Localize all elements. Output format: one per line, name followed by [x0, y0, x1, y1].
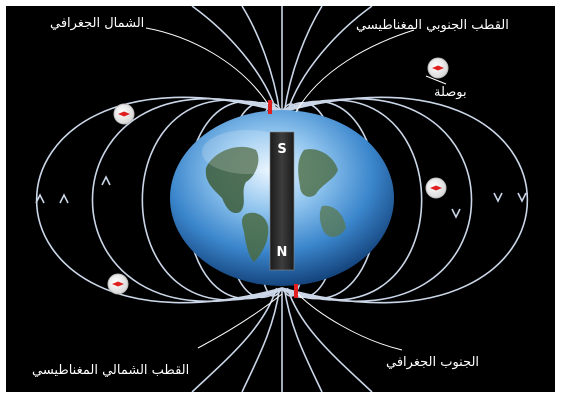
leader-geographic-south [297, 293, 403, 351]
label-magnetic-south-pole: القطب الجنوبي المغناطيسي [356, 18, 509, 33]
leader-geographic-north [145, 27, 269, 105]
compass-icon [107, 273, 129, 295]
field-arrow [35, 193, 45, 204]
field-line [286, 287, 373, 393]
field-lines [35, 5, 528, 393]
field-line [286, 5, 373, 113]
field-line [241, 287, 281, 393]
field-line [281, 97, 473, 303]
field-line [281, 99, 423, 301]
field-arrow [451, 208, 461, 219]
label-compass: بوصلة [434, 85, 467, 100]
leader-compass [425, 75, 447, 85]
field-arrow [101, 175, 111, 186]
field-arrow [517, 192, 527, 203]
field-arrow [493, 192, 503, 203]
compass-icon [425, 177, 447, 199]
magnet-top-pole-letter: S [277, 142, 286, 157]
field-line [191, 5, 278, 113]
field-line [283, 287, 323, 393]
field-arrow [59, 193, 69, 204]
label-geographic-north: الشمال الجغرافي [50, 16, 144, 31]
field-line [141, 99, 283, 301]
leader-lines [145, 27, 447, 351]
field-line [283, 5, 323, 113]
field-line [91, 97, 283, 303]
leader-magnetic-south [295, 29, 415, 113]
label-magnetic-north-pole: القطب الشمالي المغناطيسي [32, 363, 189, 378]
geographic-north-marker [268, 100, 272, 114]
magnet-bottom-pole-letter: N [277, 245, 288, 260]
field-line [281, 96, 528, 304]
field-line [191, 287, 278, 393]
leader-magnetic-north [197, 293, 283, 349]
compass-icon [427, 57, 449, 79]
field-line [241, 5, 281, 113]
compasses [107, 57, 449, 295]
geographic-south-marker [294, 284, 298, 298]
label-geographic-south: الجنوب الجغرافي [386, 355, 479, 370]
compass-icon [113, 103, 135, 125]
bar-magnet: S N [269, 131, 295, 271]
